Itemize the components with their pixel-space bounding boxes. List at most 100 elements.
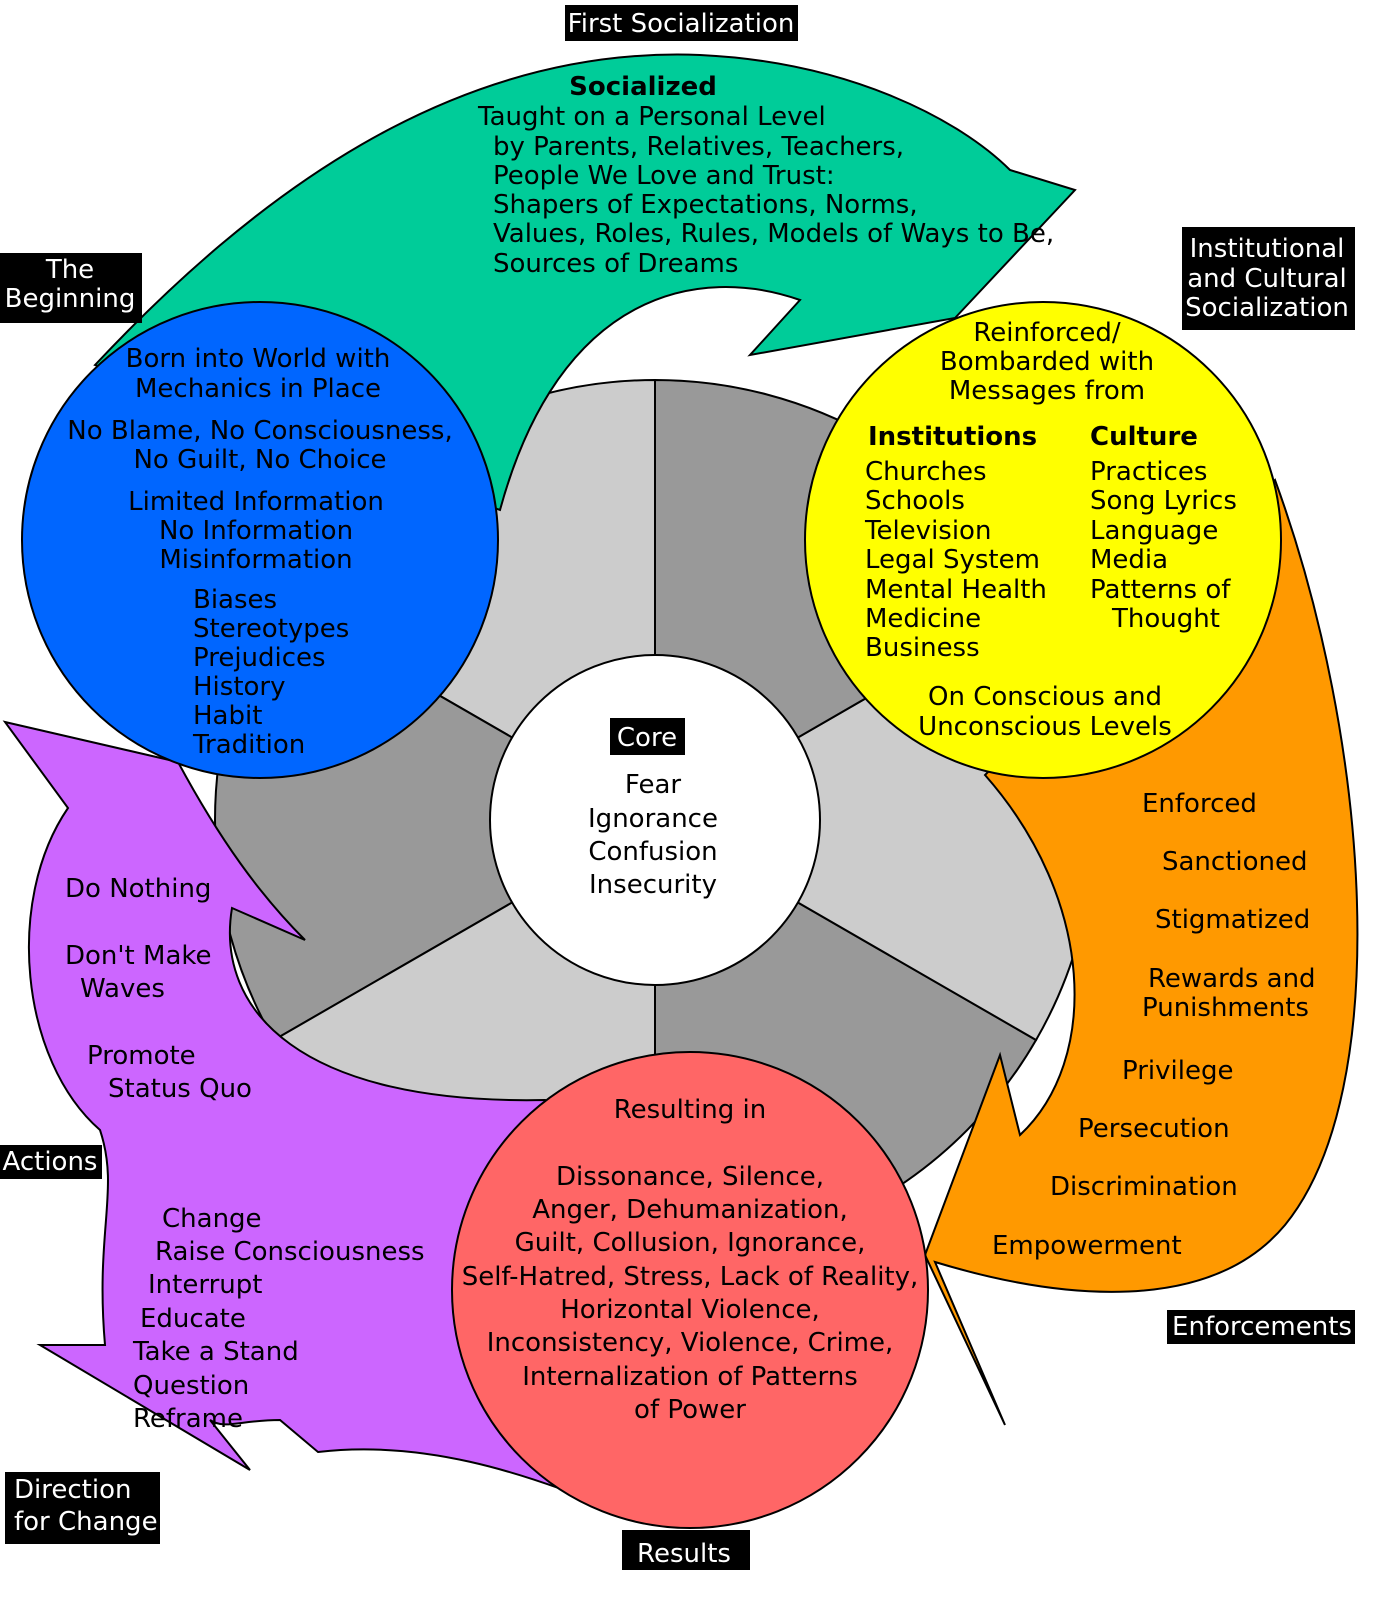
results-line: Inconsistency, Violence, Crime, [487,1328,894,1358]
results-line: Horizontal Violence, [560,1295,820,1325]
enforcement-item: Empowerment [992,1231,1182,1261]
label-results: Results [637,1539,731,1569]
beginning-line: No Information [159,516,353,546]
action-item: Change [162,1204,262,1234]
institution-item: Business [865,633,980,663]
socialized-title: Socialized [569,72,717,102]
culture-item: Patterns of [1090,575,1231,605]
label-actions: Actions [3,1147,98,1177]
core-item: Insecurity [589,870,717,900]
institutional-intro: Reinforced/ [973,318,1121,348]
label-box [0,1145,102,1179]
label-institutional: Socialization [1185,293,1349,323]
label-first-socialization: First Socialization [568,9,795,39]
results-line: of Power [634,1395,746,1425]
beginning-list-item: Habit [193,701,262,731]
action-item: Don't Make [65,941,212,971]
beginning-list-item: Tradition [192,730,305,760]
core-circle [489,654,821,986]
enforcement-item: Sanctioned [1162,847,1308,877]
culture-item: Thought [1111,604,1220,634]
enforcement-item: Enforced [1142,789,1257,819]
culture-item: Song Lyrics [1090,486,1237,516]
beginning-line: Limited Information [128,487,384,517]
results-circle [451,1051,929,1529]
label-box [0,253,142,323]
enforcements-arrow [923,478,1359,1426]
action-item: Question [133,1371,249,1401]
results-line: Dissonance, Silence, [556,1162,824,1192]
enforcement-item: Privilege [1122,1056,1233,1086]
beginning-list-item: Stereotypes [193,614,349,644]
socialized-line: Shapers of Expectations, Norms, [493,190,918,220]
institutional-intro: Messages from [949,376,1145,406]
action-item: Raise Consciousness [155,1237,425,1267]
label-box [5,1472,160,1544]
label-box [622,1530,750,1570]
label-direction-for-change: for Change [14,1507,158,1537]
results-line: Internalization of Patterns [522,1362,858,1392]
action-item: Do Nothing [65,874,211,904]
institution-item: Legal System [865,545,1040,575]
label-core: Core [617,723,677,753]
culture-header: Culture [1090,422,1198,452]
label-box [610,718,685,755]
enforcement-item: Punishments [1142,993,1309,1023]
socialized-line: Values, Roles, Rules, Models of Ways to … [493,219,1054,249]
action-item: Take a Stand [132,1337,299,1367]
label-institutional: and Cultural [1187,264,1347,294]
results-line: Self-Hatred, Stress, Lack of Reality, [462,1262,919,1292]
action-item: Interrupt [148,1270,262,1300]
core-item: Confusion [588,837,717,867]
beginning-list-item: Prejudices [193,643,326,673]
enforcement-item: Rewards and [1148,964,1316,994]
core-item: Ignorance [588,804,718,834]
institutions-header: Institutions [868,422,1037,452]
results-intro: Resulting in [614,1095,767,1125]
beginning-line: Mechanics in Place [135,374,381,404]
socialized-line: by Parents, Relatives, Teachers, [493,132,904,162]
action-item: Reframe [133,1404,243,1434]
label-box [1182,227,1355,330]
action-item: Waves [80,974,165,1004]
institutional-circle [804,301,1282,779]
institution-item: Churches [865,457,987,487]
socialized-line: People We Love and Trust: [493,161,835,191]
institution-item: Schools [865,486,965,516]
beginning-line: No Blame, No Consciousness, [67,416,452,446]
the-beginning-circle [21,301,499,779]
culture-item: Language [1090,516,1218,546]
beginning-list-item: History [193,672,286,702]
beginning-line: Misinformation [159,545,352,575]
label-the-beginning: Beginning [5,284,136,314]
core-item: Fear [625,770,681,800]
action-item: Educate [140,1304,246,1334]
results-line: Guilt, Collusion, Ignorance, [515,1228,866,1258]
label-box [1167,1310,1355,1344]
institution-item: Medicine [865,604,981,634]
label-the-beginning: The [45,255,94,285]
action-item: Promote [87,1041,196,1071]
label-box [565,5,798,41]
beginning-list-item: Biases [193,585,277,615]
institution-item: Mental Health [865,575,1047,605]
culture-item: Media [1090,545,1168,575]
beginning-line: Born into World with [126,344,391,374]
label-institutional: Institutional [1190,234,1345,264]
label-direction-for-change: Direction [14,1475,131,1505]
institutional-footer: On Conscious and [928,682,1162,712]
beginning-line: No Guilt, No Choice [133,445,386,475]
culture-item: Practices [1090,457,1207,487]
enforcement-item: Discrimination [1050,1172,1238,1202]
institutional-footer: Unconscious Levels [918,712,1172,742]
label-enforcements: Enforcements [1172,1312,1352,1342]
institution-item: Television [864,516,991,546]
socialized-line: Taught on a Personal Level [477,102,826,132]
enforcement-item: Stigmatized [1155,905,1310,935]
enforcement-item: Persecution [1078,1114,1230,1144]
action-item: Status Quo [108,1074,252,1104]
institutional-intro: Bombarded with [940,347,1154,377]
socialized-line: Sources of Dreams [493,249,738,279]
results-line: Anger, Dehumanization, [532,1195,848,1225]
